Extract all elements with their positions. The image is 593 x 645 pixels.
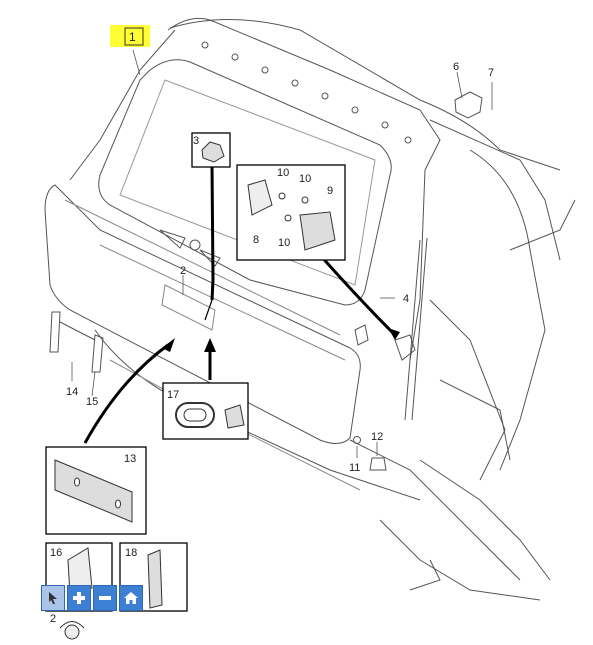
zoom-out-button[interactable] xyxy=(93,585,117,611)
home-icon xyxy=(124,592,138,604)
callout-12: 12 xyxy=(371,431,383,443)
inset-part-3 xyxy=(191,132,231,168)
callout-1: 1 xyxy=(129,30,136,44)
callout-8: 8 xyxy=(253,234,259,246)
callout-17: 17 xyxy=(167,389,179,401)
callout-2b: 2 xyxy=(50,613,56,625)
callout-6: 6 xyxy=(453,61,459,73)
callout-11: 11 xyxy=(349,462,360,474)
inset-part-17 xyxy=(162,382,249,440)
callout-10a: 10 xyxy=(277,167,289,179)
callout-14: 14 xyxy=(66,386,78,398)
callout-10b: 10 xyxy=(299,173,311,185)
callout-13: 13 xyxy=(124,453,136,465)
zoom-in-button[interactable] xyxy=(67,585,91,611)
inset-part-13 xyxy=(45,446,147,535)
callout-10c: 10 xyxy=(278,237,290,249)
inset-parts-8-9-10 xyxy=(236,164,346,261)
pointer-button[interactable] xyxy=(41,585,65,611)
callout-3: 3 xyxy=(193,135,199,147)
callout-7: 7 xyxy=(488,67,494,79)
callout-1-highlight xyxy=(110,25,150,47)
home-button[interactable] xyxy=(119,585,143,611)
callout-9: 9 xyxy=(327,185,333,197)
zoom-toolbar xyxy=(41,585,143,611)
callout-16: 16 xyxy=(50,547,62,559)
zoom-in-icon xyxy=(73,592,85,604)
callout-4: 4 xyxy=(403,293,409,305)
callout-15: 15 xyxy=(86,396,98,408)
callout-18: 18 xyxy=(125,547,137,559)
pointer-icon xyxy=(49,592,57,604)
zoom-out-icon xyxy=(99,596,111,600)
inset-part-2-bottom xyxy=(59,621,85,640)
callout-2: 2 xyxy=(180,265,186,277)
